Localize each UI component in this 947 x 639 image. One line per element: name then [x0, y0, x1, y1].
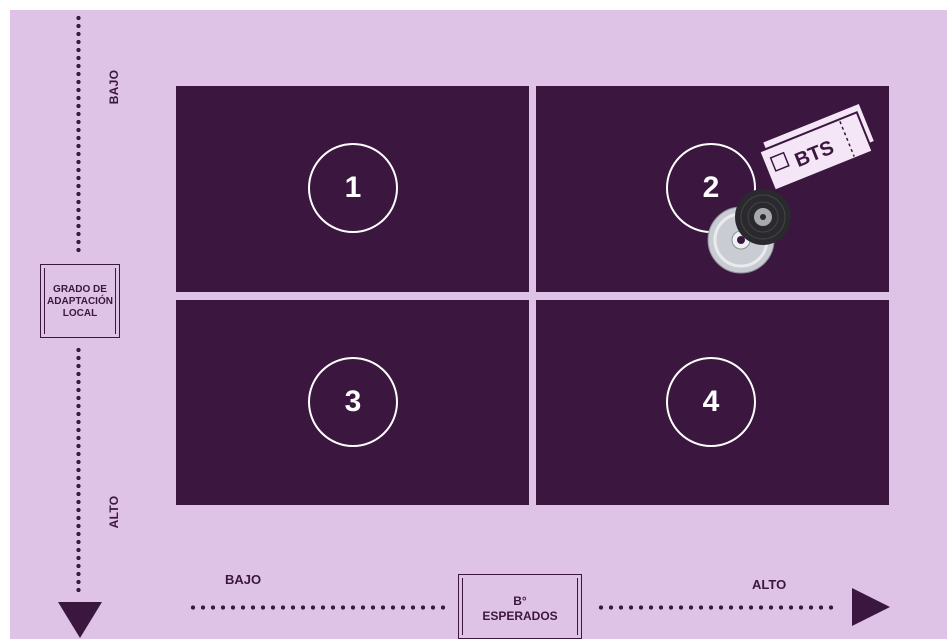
vinyl-record-icon	[735, 189, 791, 245]
y-axis-dotted-line-top	[76, 14, 81, 252]
quadrant-1: 1	[176, 86, 529, 292]
x-axis-dotted-line-left	[188, 605, 446, 610]
x-axis-arrow-right-icon	[852, 588, 890, 626]
y-axis-bottom-label: ALTO	[107, 492, 121, 532]
x-axis-right-label: ALTO	[752, 577, 786, 592]
ticket-icon: BTS	[756, 103, 878, 191]
quadrant-4: 4	[536, 300, 889, 505]
quadrant-1-circle: 1	[308, 143, 398, 233]
x-axis-title-box: B° ESPERADOS	[458, 574, 582, 639]
x-axis-left-label: BAJO	[225, 572, 261, 587]
quadrant-3-circle: 3	[308, 357, 398, 447]
x-axis-dotted-line-right	[596, 605, 836, 610]
quadrant-4-number: 4	[703, 385, 720, 419]
y-axis-top-label: BAJO	[107, 67, 121, 107]
y-axis-title-box: GRADO DE ADAPTACIÓN LOCAL	[40, 264, 120, 338]
y-axis-title-line1: GRADO DE	[41, 284, 119, 296]
quadrant-3-number: 3	[345, 385, 362, 419]
x-axis-title-line2: ESPERADOS	[459, 609, 581, 624]
music-decoration: BTS	[700, 100, 880, 280]
quadrant-1-number: 1	[345, 171, 362, 205]
quadrant-3: 3	[176, 300, 529, 505]
y-axis-title-line3: LOCAL	[41, 308, 119, 320]
y-axis-dotted-line-bottom	[76, 346, 81, 594]
y-axis-arrow-down-icon	[58, 602, 102, 638]
quadrant-4-circle: 4	[666, 357, 756, 447]
x-axis-title-line1: B°	[459, 594, 581, 609]
y-axis-title-line2: ADAPTACIÓN	[41, 296, 119, 308]
